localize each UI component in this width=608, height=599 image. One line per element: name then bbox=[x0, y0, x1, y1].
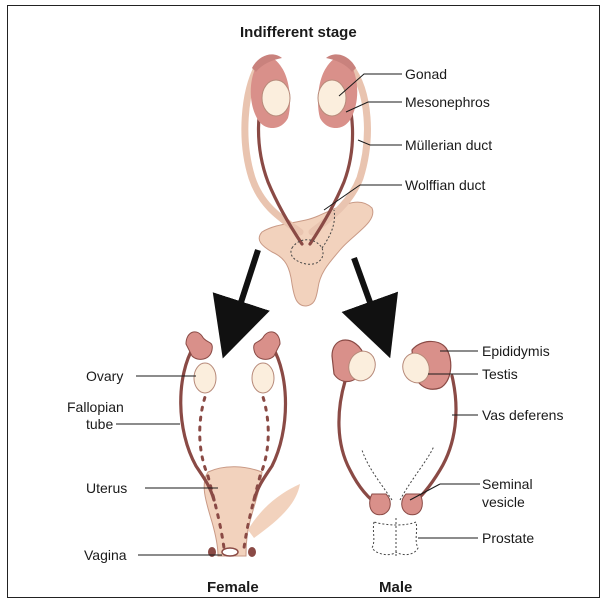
right-gonad bbox=[318, 80, 346, 116]
label-testis: Testis bbox=[482, 366, 518, 382]
label-ovary: Ovary bbox=[86, 368, 123, 384]
label-prostate: Prostate bbox=[482, 530, 534, 546]
diagram-title: Indifferent stage bbox=[240, 24, 357, 41]
label-gonad: Gonad bbox=[405, 66, 447, 82]
uterus-body bbox=[204, 467, 262, 556]
label-vas-deferens: Vas deferens bbox=[482, 407, 563, 423]
right-ovary bbox=[252, 363, 274, 393]
label-fallopian-line1: Fallopian bbox=[67, 399, 124, 415]
arrow-to-female bbox=[232, 250, 258, 330]
label-seminal-line2: vesicle bbox=[482, 494, 525, 510]
female-illustration bbox=[181, 332, 300, 557]
left-gonad bbox=[262, 80, 290, 116]
left-ovary bbox=[194, 363, 216, 393]
caption-male: Male bbox=[379, 579, 412, 596]
label-seminal-line1: Seminal bbox=[482, 476, 533, 492]
label-wolffian-duct: Wolffian duct bbox=[405, 177, 486, 193]
male-illustration bbox=[332, 340, 456, 556]
prostate-outline bbox=[372, 522, 418, 555]
indifferent-stage-illustration bbox=[245, 54, 373, 306]
label-vagina: Vagina bbox=[84, 547, 127, 563]
label-uterus: Uterus bbox=[86, 480, 127, 496]
arrow-to-male bbox=[354, 258, 380, 330]
label-epididymis: Epididymis bbox=[482, 343, 550, 359]
label-mesonephros: Mesonephros bbox=[405, 94, 490, 110]
caption-female: Female bbox=[207, 579, 259, 596]
label-mullerian-duct: Müllerian duct bbox=[405, 137, 492, 153]
label-fallopian-line2: tube bbox=[86, 416, 113, 432]
